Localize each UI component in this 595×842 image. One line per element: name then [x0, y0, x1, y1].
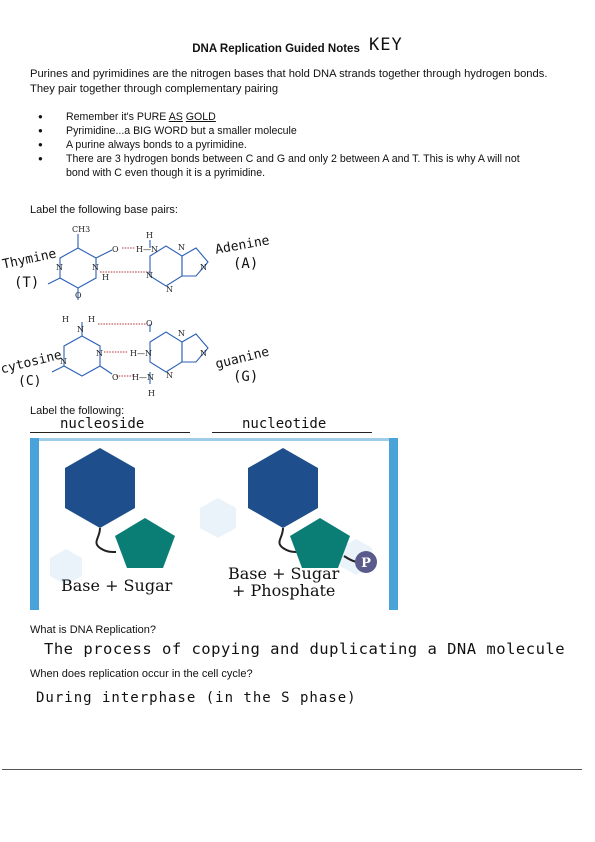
atom-label: N: [77, 325, 84, 334]
nucleo-figure: Base + Sugar P Base + Sugar + Phosphate: [30, 438, 398, 610]
cytosine-abbr: (C): [18, 374, 42, 389]
bullet-item: Pyrimidine...a BIG WORD but a smaller mo…: [38, 124, 558, 138]
bullet-item: Remember it's PURE AS GOLD: [38, 110, 558, 124]
guanine-ring: [149, 324, 209, 384]
key-handwritten: KEY: [369, 35, 403, 55]
atom-label: O: [146, 319, 153, 328]
bullet-text: Remember it's PURE: [66, 111, 169, 123]
atom-label: N: [178, 243, 185, 252]
atom-label: H: [146, 231, 153, 240]
atom-label: N: [178, 329, 185, 338]
adenine-abbr: (A): [233, 256, 259, 272]
frame-right: [389, 438, 398, 610]
atom-label: H: [102, 273, 109, 282]
atom-label: N: [166, 371, 173, 380]
bullet-as: AS: [168, 111, 183, 123]
bond-right: [278, 527, 300, 553]
guanine-abbr: (G): [233, 369, 259, 385]
atom-label: H: [88, 315, 95, 324]
bullet-gold: GOLD: [185, 111, 216, 123]
base-pairs-prompt: Label the following base pairs:: [30, 204, 178, 216]
bullet-item: There are 3 hydrogen bonds between C and…: [38, 152, 558, 180]
atom-label: N: [96, 349, 103, 358]
atom-label: H: [62, 315, 69, 324]
atom-label: O: [112, 245, 119, 254]
thymine-abbr: (T): [14, 275, 40, 291]
nucleoside-answer: nucleoside: [60, 416, 145, 432]
atom-label: N: [56, 263, 63, 272]
question-1: What is DNA Replication?: [30, 624, 156, 636]
bullet-item: A purine always bonds to a pyrimidine.: [38, 138, 558, 152]
atom-label: N: [92, 263, 99, 272]
hbonds-cg: [98, 323, 146, 377]
atom-label: CH3: [72, 225, 90, 234]
title-text: DNA Replication Guided Notes: [192, 43, 360, 55]
intro-line-2: They pair together through complementary…: [30, 83, 279, 95]
atom-label: H—N: [136, 245, 158, 254]
intro-line-1: Purines and pyrimidines are the nitrogen…: [30, 68, 548, 80]
atom-label: H—N: [132, 373, 154, 382]
phosphate-circle: [355, 551, 377, 573]
page-title: DNA Replication Guided Notes KEY: [0, 35, 595, 57]
atom-label: N: [200, 263, 207, 272]
answer-2: During interphase (in the S phase): [36, 690, 357, 706]
atom-label: O: [75, 291, 82, 300]
atom-label: N: [60, 357, 67, 366]
answer-line-left: [30, 432, 190, 433]
answer-1: The process of copying and duplicating a…: [44, 640, 566, 658]
answer-line-right: [212, 432, 372, 433]
frame-left: [30, 438, 39, 610]
bullet-text: There are 3 hydrogen bonds between C and…: [66, 153, 520, 165]
atom-label: N: [146, 271, 153, 280]
nucleoside-caption: Base + Sugar: [61, 576, 173, 595]
atom-label: O: [112, 373, 119, 382]
nucleotide-caption-2: + Phosphate: [232, 581, 335, 600]
bullet-list: Remember it's PURE AS GOLD Pyrimidine...…: [38, 110, 558, 180]
atom-label: H—N: [130, 349, 152, 358]
atom-label: H: [148, 389, 155, 398]
bullet-text: bond with C even though it is a pyrimidi…: [66, 167, 266, 179]
cg-atom-labels: H H N O N H—N O H—N H N N N N: [60, 315, 207, 398]
nucleotide-answer: nucleotide: [242, 416, 327, 432]
atom-label: N: [200, 349, 207, 358]
base-hexagon-right: [248, 448, 318, 528]
ta-atom-labels: CH3 O H—N H N H N N O N N N: [56, 225, 207, 300]
question-2: When does replication occur in the cell …: [30, 668, 253, 680]
nucleo-prompt: Label the following:: [30, 405, 125, 417]
bottom-divider: [2, 769, 582, 770]
hbonds-ta: [100, 247, 150, 273]
cytosine-ring: [51, 322, 113, 377]
phosphate-letter: P: [361, 556, 371, 571]
bond-left: [95, 527, 117, 553]
base-hexagon-left: [65, 448, 135, 528]
intro-paragraph: Purines and pyrimidines are the nitrogen…: [30, 67, 570, 97]
sugar-pentagon-right: [290, 518, 350, 568]
nucleotide-caption-1: Base + Sugar: [228, 564, 340, 583]
base-pairs-diagram: CH3 O H—N H N H N N O N N N H H N O N H—…: [47, 225, 209, 398]
thymine-ring: [47, 234, 113, 300]
sugar-pentagon-left: [115, 518, 175, 568]
atom-label: N: [166, 285, 173, 294]
adenine-ring: [149, 240, 209, 287]
